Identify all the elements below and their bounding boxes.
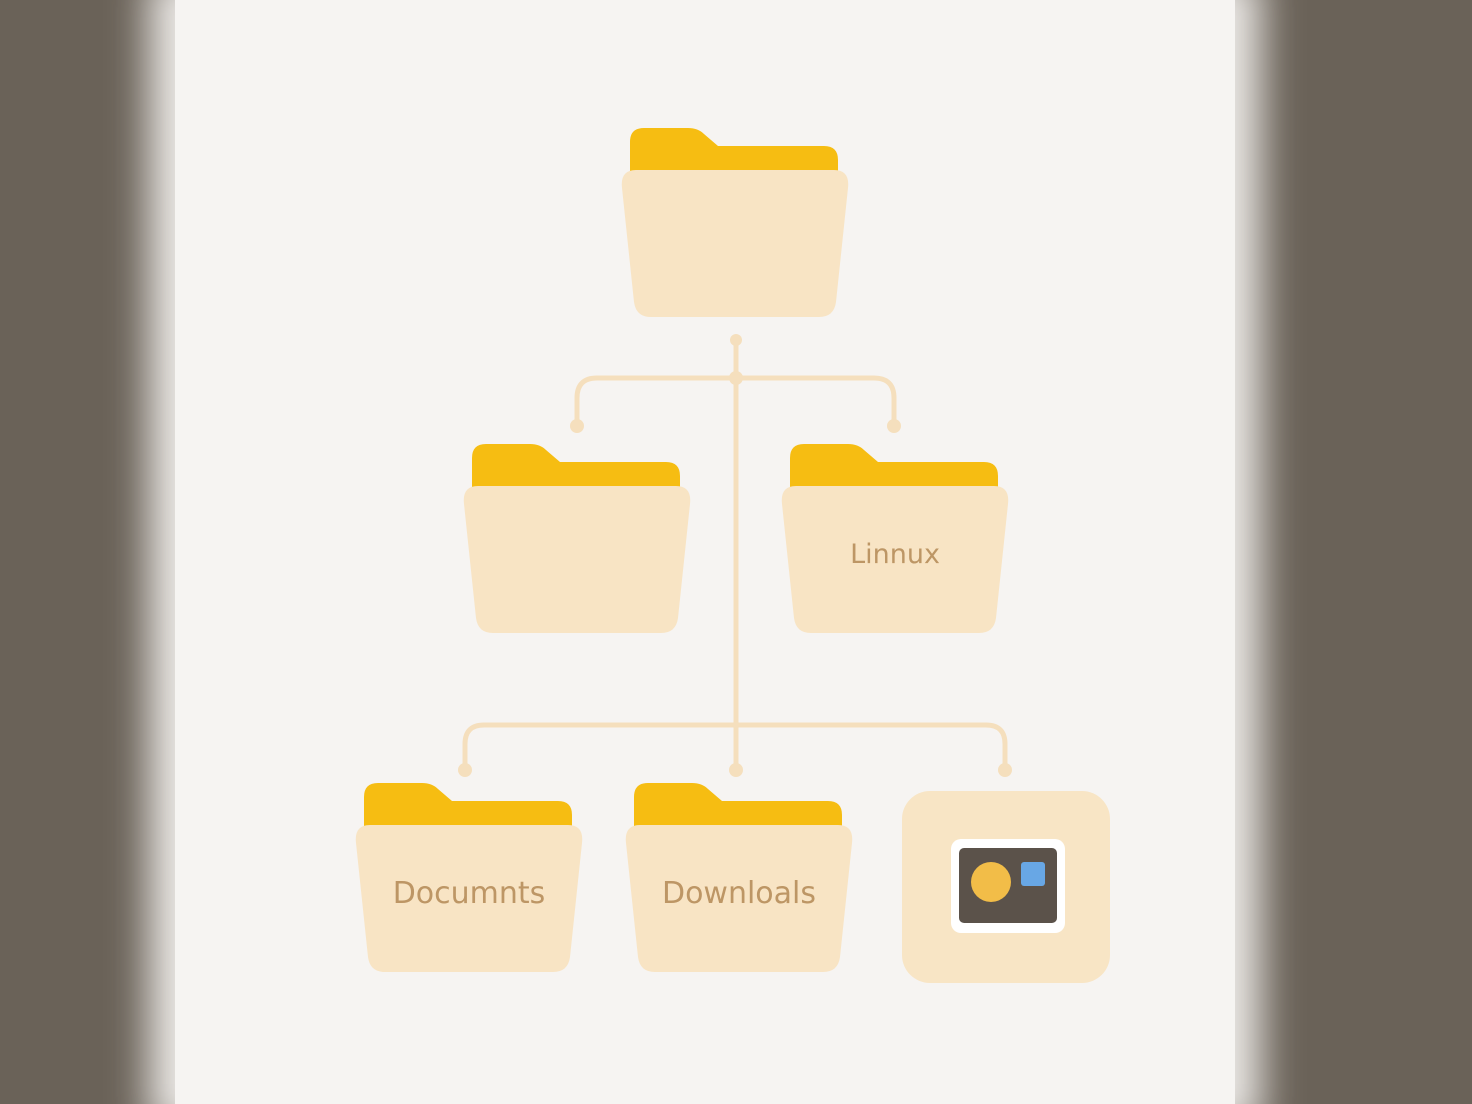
folder-icon (355, 783, 583, 972)
documents-folder[interactable]: Documnts (354, 781, 584, 973)
blue-square-icon (1021, 862, 1045, 886)
downloads-folder-label: Downloals (661, 876, 817, 911)
documents-branch-end-node (458, 763, 472, 777)
level-two-folder-left[interactable] (462, 442, 692, 634)
upper-junction-node (729, 371, 743, 385)
folder-icon (463, 444, 691, 633)
right-dark-margin (1257, 0, 1472, 1104)
folder-icon (625, 783, 853, 972)
image-file-icon (951, 839, 1065, 933)
yellow-circle-icon (971, 862, 1011, 902)
right-branch-end-node (887, 419, 901, 433)
image-file-tile[interactable] (902, 791, 1110, 983)
linux-folder[interactable]: Linnux (780, 442, 1010, 634)
root-folder[interactable] (620, 126, 850, 318)
folder-icon (621, 128, 849, 317)
root-connector-node (730, 334, 742, 346)
linux-folder-label: Linnux (850, 539, 940, 570)
image-branch-end-node (998, 763, 1012, 777)
lower-branch-line (462, 722, 1008, 773)
image-preview-icon (959, 848, 1057, 923)
downloads-folder[interactable]: Downloals (624, 781, 854, 973)
folder-icon (781, 444, 1009, 633)
left-branch-end-node (570, 419, 584, 433)
documents-folder-label: Documnts (392, 876, 546, 911)
downloads-branch-end-node (729, 763, 743, 777)
